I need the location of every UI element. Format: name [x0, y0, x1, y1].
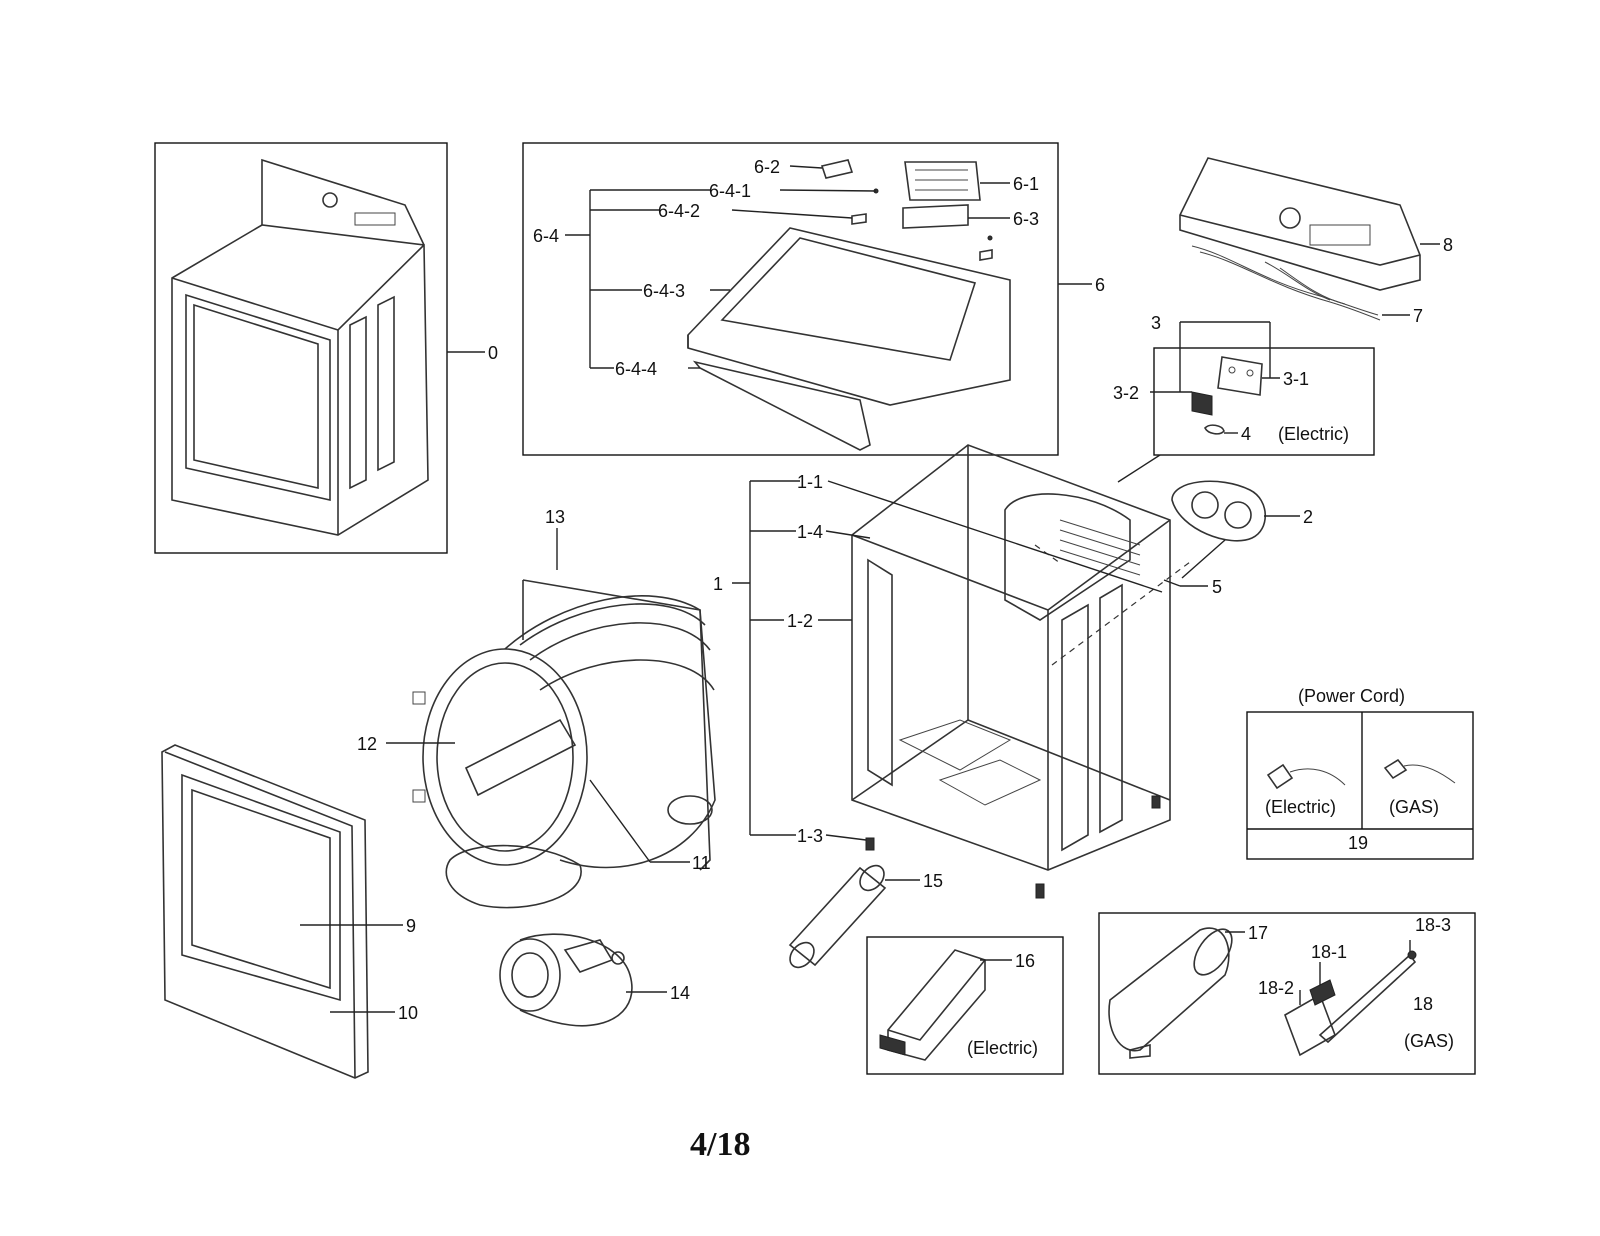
callout-3: 3 [1151, 313, 1161, 333]
box-filter-group [1153, 347, 1375, 456]
callout-7: 7 [1413, 306, 1423, 326]
callout-4: 4 [1241, 424, 1251, 444]
callout-6-3: 6-3 [1013, 209, 1039, 229]
note-power-cord-electric: (Electric) [1265, 797, 1336, 817]
top-cover-drawing [687, 159, 1011, 451]
box-power-cord [1246, 711, 1474, 860]
callout-14: 14 [670, 983, 690, 1003]
callout-2: 2 [1303, 507, 1313, 527]
callout-3-1: 3-1 [1283, 369, 1309, 389]
callout-1-3: 1-3 [797, 826, 823, 846]
dryer-complete-drawing [171, 158, 429, 536]
control-panel-drawing [1179, 157, 1421, 291]
callout-6-4-3: 6-4-3 [643, 281, 685, 301]
callout-1-4: 1-4 [797, 522, 823, 542]
box-gas-burner [1098, 912, 1476, 1075]
page-number: 4/18 [690, 1126, 750, 1163]
filter-group-drawing [1191, 356, 1263, 435]
drum-drawing [412, 579, 716, 909]
callout-18-1: 18-1 [1311, 942, 1347, 962]
callout-8: 8 [1443, 235, 1453, 255]
box-top-cover-group [522, 142, 1059, 456]
leader-lines [300, 165, 1440, 1013]
callout-13: 13 [545, 507, 565, 527]
box-dryer-assembly [154, 142, 448, 554]
power-cord-gas-drawing [1383, 758, 1456, 784]
callout-3-2: 3-2 [1113, 383, 1139, 403]
callout-1-1: 1-1 [797, 472, 823, 492]
gas-burner-drawing [1108, 927, 1417, 1059]
power-cord-electric-drawing [1266, 763, 1346, 790]
callout-6-4-1: 6-4-1 [709, 181, 751, 201]
box-electric-heater [866, 936, 1064, 1075]
blower-motor-drawing [499, 933, 633, 1027]
note-power-cord-gas: (GAS) [1389, 797, 1439, 817]
callout-6-4: 6-4 [533, 226, 559, 246]
callout-6: 6 [1095, 275, 1105, 295]
callout-6-4-4: 6-4-4 [615, 359, 657, 379]
callout-0: 0 [488, 343, 498, 363]
callout-6-2: 6-2 [754, 157, 780, 177]
note-heater-electric: (Electric) [967, 1038, 1038, 1058]
callout-16: 16 [1015, 951, 1035, 971]
electric-heater-drawing [879, 949, 986, 1061]
callout-11: 11 [692, 853, 711, 873]
callout-1: 1 [713, 574, 723, 594]
callout-18-2: 18-2 [1258, 978, 1294, 998]
cabinet-alignment-dash-1 [1051, 561, 1191, 666]
cabinet-drawing [851, 444, 1171, 899]
callout-18-3: 18-3 [1415, 915, 1451, 935]
door-drawing [161, 744, 369, 1079]
callout-19: 19 [1348, 833, 1368, 853]
callout-15: 15 [923, 871, 943, 891]
note-electric-filter: (Electric) [1278, 424, 1349, 444]
duct-cover-drawing [1171, 480, 1266, 542]
note-power-cord-title: (Power Cord) [1298, 686, 1405, 706]
callout-1-2: 1-2 [787, 611, 813, 631]
callout-6-1: 6-1 [1013, 174, 1039, 194]
callout-10: 10 [398, 1003, 418, 1023]
callout-12: 12 [357, 734, 377, 754]
callout-17: 17 [1248, 923, 1268, 943]
callout-9: 9 [406, 916, 416, 936]
callout-18: 18 [1413, 994, 1433, 1014]
exhaust-duct-drawing [788, 864, 887, 969]
callout-6-4-2: 6-4-2 [658, 201, 700, 221]
callout-5: 5 [1212, 577, 1222, 597]
wire-harness-drawing [1191, 245, 1381, 321]
note-burner-gas: (GAS) [1404, 1031, 1454, 1051]
